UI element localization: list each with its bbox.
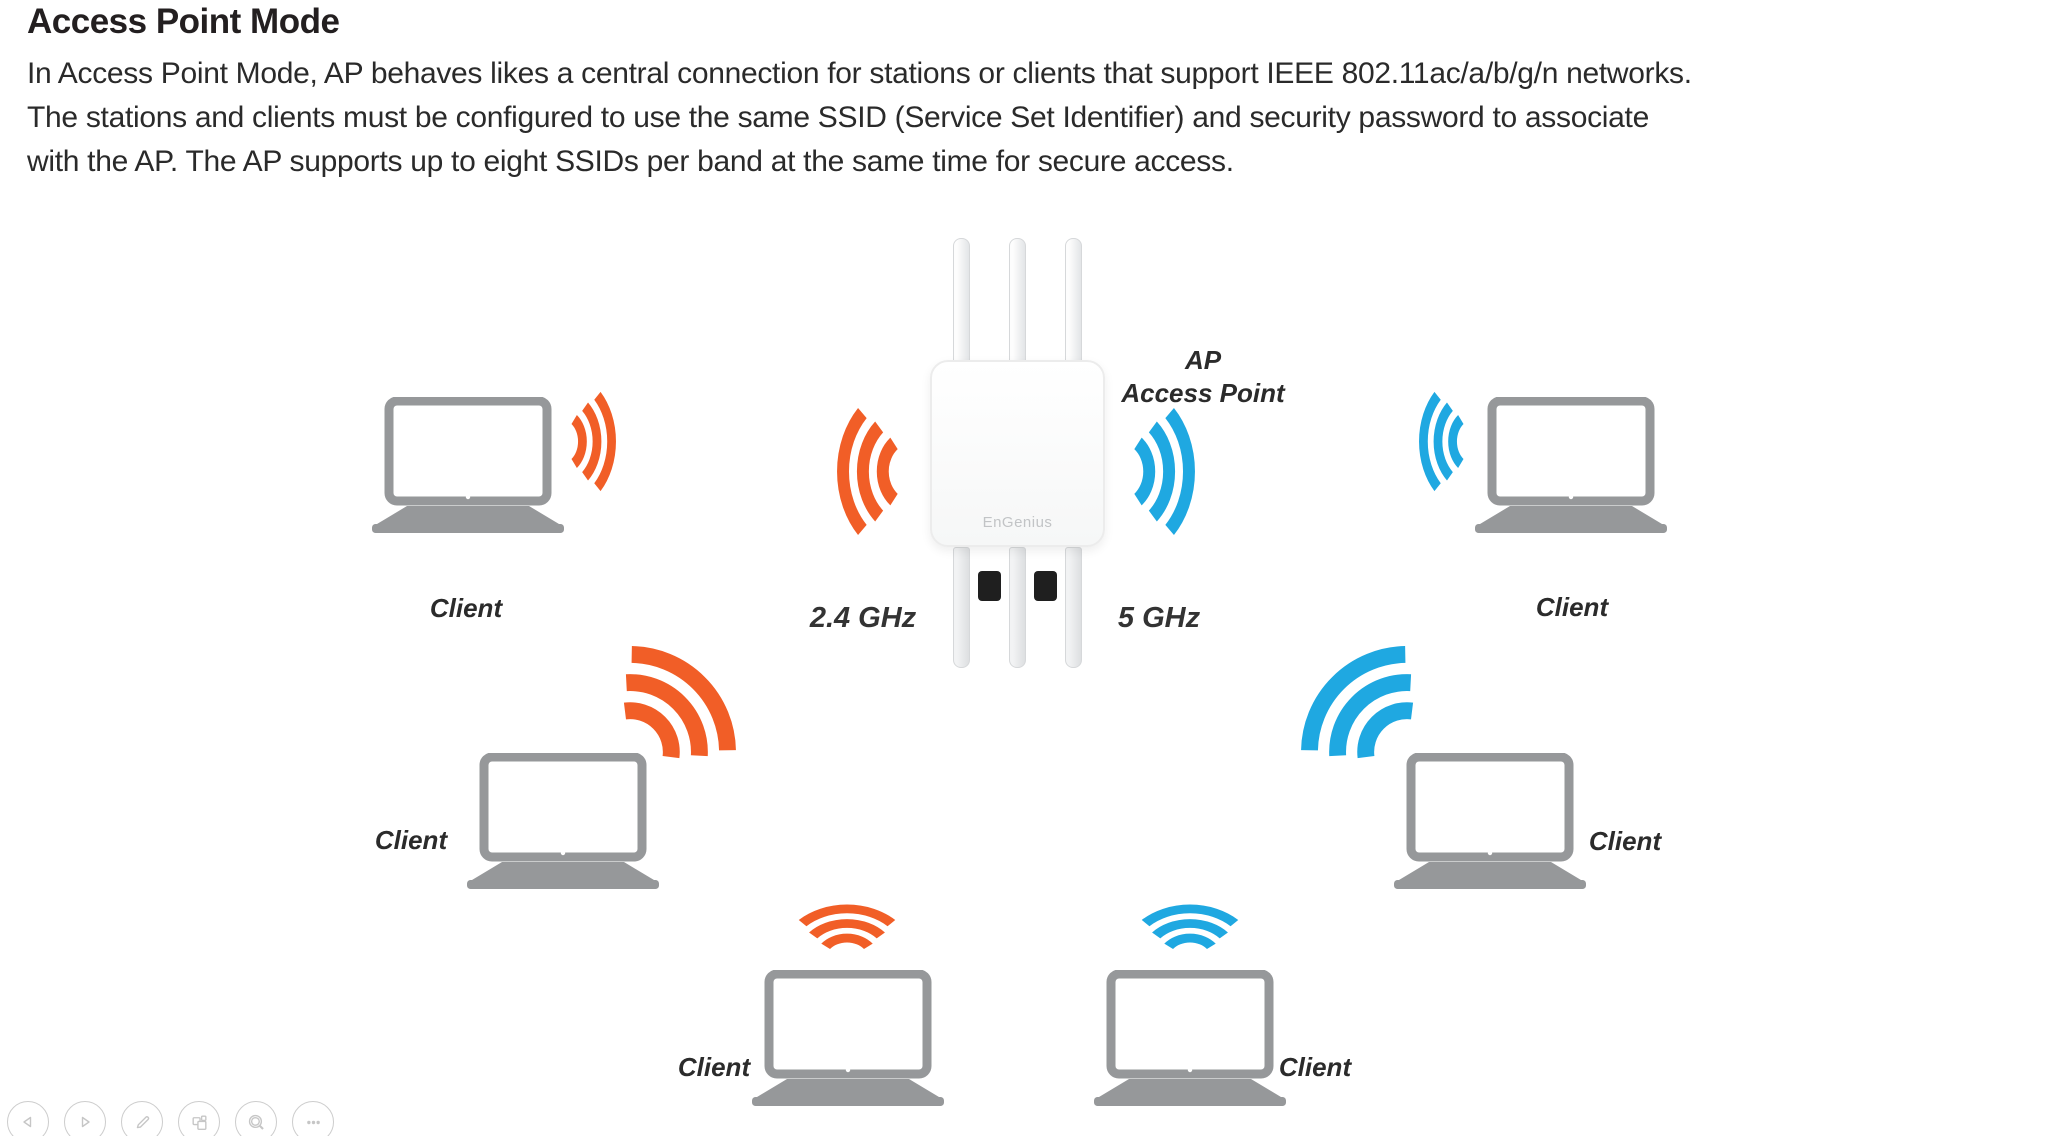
client-label: Client	[429, 593, 503, 623]
client-label: Client	[374, 825, 448, 855]
body-text-line: with the AP. The AP supports up to eight…	[27, 145, 1234, 178]
magnifier-icon	[248, 1114, 264, 1130]
ap-body: EnGenius	[930, 360, 1105, 547]
body-text-line: The stations and clients must be configu…	[27, 101, 1649, 134]
access-point-device: EnGenius	[930, 238, 1105, 668]
engenius-logo: EnGenius	[982, 514, 1053, 531]
antenna	[953, 238, 970, 364]
ap-label-top: AP	[1184, 345, 1222, 375]
antenna	[953, 547, 970, 668]
client-laptop	[1466, 397, 1676, 537]
client-laptop	[458, 753, 668, 893]
client-label: Client	[1278, 1052, 1352, 1082]
nav-back-button[interactable]	[7, 1101, 49, 1136]
antenna	[1065, 547, 1082, 668]
pencil-icon	[136, 1115, 149, 1128]
search-button[interactable]	[235, 1101, 277, 1136]
client-laptop	[1085, 970, 1295, 1110]
pages-icon	[191, 1114, 207, 1130]
nav-forward-button[interactable]	[64, 1101, 106, 1136]
chevron-right-icon	[81, 1116, 90, 1128]
client-laptop	[743, 970, 953, 1110]
cable-gland	[978, 571, 1001, 601]
band-label-2-4ghz: 2.4 GHz	[809, 602, 917, 634]
body-text: In Access Point Mode, AP behaves likes a…	[27, 52, 2027, 184]
client-label: Client	[677, 1052, 751, 1082]
ap-label: AP Access Point	[1093, 344, 1313, 410]
thumbnails-button[interactable]	[178, 1101, 220, 1136]
body-text-line: In Access Point Mode, AP behaves likes a…	[27, 57, 1692, 90]
client-laptop	[363, 397, 573, 537]
client-laptop	[1385, 753, 1595, 893]
annotate-button[interactable]	[121, 1101, 163, 1136]
antenna	[1009, 547, 1026, 668]
client-label: Client	[1588, 826, 1662, 856]
page-title: Access Point Mode	[27, 2, 340, 41]
reader-toolbar	[7, 1101, 334, 1136]
antenna	[1065, 238, 1082, 364]
more-options-button[interactable]	[292, 1101, 334, 1136]
chevron-left-icon	[23, 1116, 32, 1128]
band-label-5ghz: 5 GHz	[1117, 602, 1201, 634]
ap-label-bottom: Access Point	[1121, 378, 1285, 408]
client-label: Client	[1535, 592, 1609, 622]
cable-gland	[1034, 571, 1057, 601]
antenna	[1009, 238, 1026, 364]
ellipsis-icon	[306, 1120, 320, 1124]
